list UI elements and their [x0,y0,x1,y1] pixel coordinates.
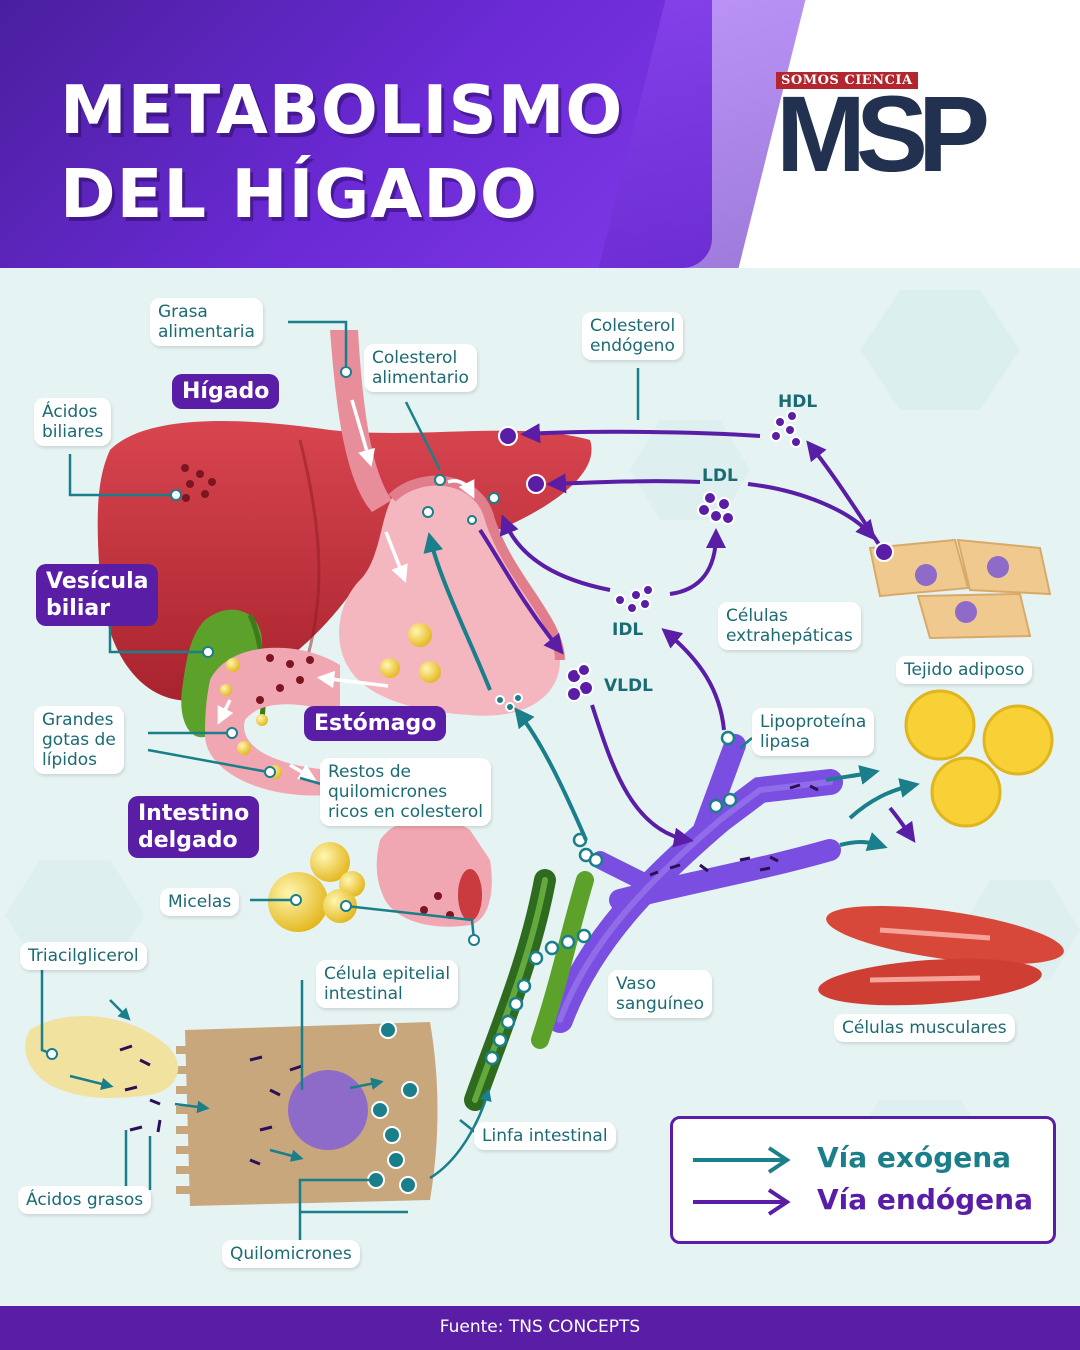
microvilli [176,1046,192,1194]
label-vaso-line1: Vaso [616,974,656,994]
label-intestino-line1: Intestino [138,801,250,826]
title-line-1: METABOLISMO [60,71,624,149]
label-grandes-line2: gotas de [42,730,116,750]
label-lipoproteina-line1: Lipoproteína [760,712,867,732]
label-restos-line3: ricos en colesterol [328,802,484,822]
label-colesterol-endo-line2: endógeno [590,336,675,356]
label-tejido-adiposo: Tejido adiposo [896,656,1033,684]
cell-chylomicrons [367,693,523,1194]
label-lipoproteina-line2: lipasa [760,732,810,752]
label-vesicula-biliar: Vesícula biliar [36,564,159,626]
legend-row-endogena: Vía endógena [689,1181,1049,1221]
label-vaso-line2: sanguíneo [616,994,704,1014]
label-celulas-extra-line2: extrahepáticas [726,626,853,646]
footer: Fuente: TNS CONCEPTS [0,1306,1080,1350]
msp-logo: MSP SOMOS CIENCIA [776,72,1048,190]
label-idl: IDL [612,620,644,640]
label-vldl: VLDL [604,676,653,696]
label-vesicula-line1: Vesícula [46,569,149,594]
label-colesterol-endogeno: Colesterol endógeno [582,312,684,360]
logo-somos-ciencia: SOMOS CIENCIA [776,72,918,89]
label-grandes-gotas-lipidos: Grandes gotas de lípidos [34,706,124,774]
label-grasa-line1: Grasa [158,302,208,322]
label-restos-quilomicrones: Restos de quilomicrones ricos en coleste… [320,758,492,826]
header-band [0,0,712,268]
muscle-cells [818,905,1064,1006]
diagram-area: Hígado Vesícula biliar Estómago Intestin… [0,268,1080,1306]
label-restos-line1: Restos de [328,762,411,782]
label-colesterol-endo-line1: Colesterol [590,316,676,336]
label-intestino-delgado: Intestino delgado [128,796,260,858]
label-acidos-biliares: Ácidos biliares [34,398,112,446]
lymph-vessel [464,869,594,1111]
leader-lines [40,320,753,1244]
legend-arrow-exogena [693,1146,791,1174]
footer-source: Fuente: TNS CONCEPTS [439,1317,641,1337]
label-intestino-line2: delgado [138,828,238,853]
label-grandes-line1: Grandes [42,710,114,730]
blood-vessel [547,734,843,1033]
label-lipoproteina-lipasa: Lipoproteína lipasa [752,708,875,756]
cell-nucleus [288,1070,368,1150]
label-vaso-sanguineo: Vaso sanguíneo [608,970,712,1018]
logo-msp-text: MSP [776,73,990,194]
duodenum-shape [205,647,340,796]
label-celula-epitelial: Célula epitelial intestinal [316,960,459,1008]
cell-absorption-arrows [69,999,492,1180]
page-title: METABOLISMO DEL HÍGADO [60,68,623,236]
label-celula-epitelial-line1: Célula epitelial [324,964,451,984]
label-micelas: Micelas [160,888,240,916]
label-higado: Hígado [172,374,280,409]
label-acidos-biliares-line2: biliares [42,422,104,442]
vessel-fatty-acids [649,783,819,877]
micelles [268,842,365,932]
label-grasa-alimentaria: Grasa alimentaria [150,298,263,346]
leader-dots [46,366,480,1060]
label-ldl: LDL [702,466,738,486]
label-celula-epitelial-line2: intestinal [324,984,403,1004]
label-quilomicrones: Quilomicrones [222,1240,360,1268]
label-acidos-grasos: Ácidos grasos [18,1186,152,1214]
legend-label-endogena: Vía endógena [817,1183,1033,1216]
label-hdl: HDL [778,392,818,412]
lymph-chylomicrons [484,730,738,1066]
header: METABOLISMO DEL HÍGADO MSP SOMOS CIENCIA [0,0,1080,268]
legend: Vía exógena Vía endógena [670,1116,1056,1244]
label-celulas-extrahepaticas: Células extrahepáticas [718,602,861,650]
stomach-fat-globules [220,623,441,779]
title-line-2: DEL HÍGADO [60,155,538,233]
chylomicron-dots [422,474,500,525]
digestion-arrows [217,399,475,781]
legend-row-exogena: Vía exógena [689,1139,1049,1179]
label-celulas-extra-line1: Células [726,606,788,626]
label-triacilglicerol: Triacilglicerol [20,942,147,970]
exogenous-arrows [423,532,920,852]
endogenous-arrows [478,423,916,848]
label-celulas-musculares: Células musculares [834,1014,1015,1042]
label-estomago: Estómago [304,706,447,741]
label-colesterol-alimentario: Colesterol alimentario [364,344,477,392]
label-colesterol-alim-line2: alimentario [372,368,469,388]
lipoprotein-particles [498,410,894,702]
adipose-tissue [904,689,1054,828]
legend-label-exogena: Vía exógena [817,1141,1012,1174]
label-linfa-intestinal: Linfa intestinal [474,1122,616,1150]
label-acidos-biliares-line1: Ácidos [42,402,98,422]
bile-acid-dots [181,464,454,919]
fatty-acid-marks [119,1044,303,1166]
legend-arrow-endogena [693,1188,791,1216]
label-vesicula-line2: biliar [46,596,111,621]
label-grasa-line2: alimentaria [158,322,255,342]
label-restos-line2: quilomicrones [328,782,448,802]
label-grandes-line3: lípidos [42,750,98,770]
extrahepatic-cells [868,538,1052,640]
diagram-illustration [5,290,1080,1244]
label-colesterol-alim-line1: Colesterol [372,348,458,368]
fat-droplet-shape [25,1016,179,1098]
